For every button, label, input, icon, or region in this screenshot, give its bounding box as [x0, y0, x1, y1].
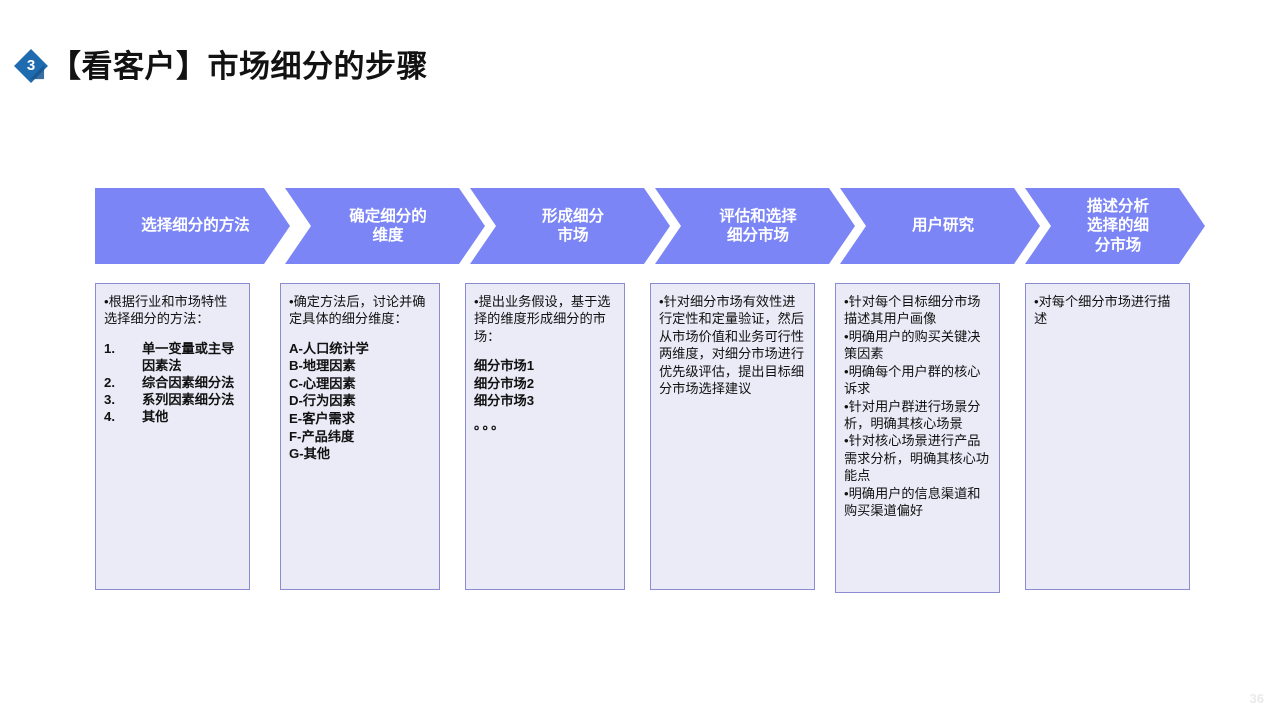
list-item: G-其他 — [289, 446, 331, 462]
list-item: 细分市场1 — [474, 358, 535, 374]
list-item: 细分市场3 — [474, 393, 535, 409]
step-5-bullet-2: •明确用户的购买关键决策因素 — [844, 328, 981, 362]
step-5-bullet-6: •明确用户的信息渠道和购买渠道偏好 — [844, 485, 981, 519]
list-item: B-地理因素 — [289, 358, 356, 374]
chevron-step-3[interactable]: 形成细分 市场 — [470, 188, 670, 264]
chevron-step-1[interactable]: 选择细分的方法 — [95, 188, 290, 264]
process-chevron-band: 选择细分的方法 确定细分的 维度 形成细分 市场 评估和选择 细分市场 用户研究… — [95, 188, 1205, 264]
step-5-bullet-4: •针对用户群进行场景分析，明确其核心场景 — [844, 398, 981, 431]
page-title: 【看客户】市场细分的步骤 — [50, 48, 428, 84]
step-detail-box-4: •针对细分市场有效性进行定性和定量验证，然后从市场价值和业务可行性两维度，对细分… — [650, 283, 815, 590]
chevron-step-5[interactable]: 用户研究 — [840, 188, 1040, 264]
chevron-label-4: 评估和选择 细分市场 — [719, 207, 797, 244]
list-item-number: 1. — [104, 340, 115, 356]
list-item-number: 4. — [104, 409, 115, 425]
chevron-step-2[interactable]: 确定细分的 维度 — [285, 188, 485, 264]
slide-header: 3 【看客户】市场细分的步骤 — [14, 44, 428, 88]
list-item-label: 其他 — [142, 409, 169, 425]
step-detail-box-6: •对每个细分市场进行描述 — [1025, 283, 1190, 590]
chevron-label-6: 描述分析 选择的细 分市场 — [1086, 198, 1149, 254]
chevron-label-3: 形成细分 市场 — [541, 207, 604, 244]
list-item: 3. 系列因素细分法 — [104, 391, 240, 408]
step-2-letter-list: A-人口统计学 B-地理因素 C-心理因素 D-行为因素 E-客户需求 F-产品… — [289, 340, 430, 463]
step-3-ellipsis: 。。。 — [474, 416, 507, 432]
step-detail-band: •根据行业和市场特性选择细分的方法： 1. 单一变量或主导因素法 2. 综合因素… — [95, 283, 1205, 595]
list-item: F-产品纬度 — [289, 428, 355, 444]
list-item-label: 综合因素细分法 — [142, 375, 235, 391]
list-item: 1. 单一变量或主导因素法 — [104, 340, 240, 374]
chevron-label-1: 选择细分的方法 — [141, 217, 250, 235]
step-detail-box-5: •针对每个目标细分市场描述其用户画像 •明确用户的购买关键决策因素 •明确每个用… — [835, 283, 1000, 593]
chevron-step-6[interactable]: 描述分析 选择的细 分市场 — [1025, 188, 1205, 264]
step-badge: 3 — [14, 49, 48, 83]
chevron-label-2: 确定细分的 维度 — [349, 207, 427, 244]
list-item: C-心理因素 — [289, 375, 356, 391]
list-item: A-人口统计学 — [289, 340, 369, 356]
list-item: 4. 其他 — [104, 408, 240, 425]
step-detail-box-1: •根据行业和市场特性选择细分的方法： 1. 单一变量或主导因素法 2. 综合因素… — [95, 283, 250, 590]
step-3-market-list: 细分市场1 细分市场2 细分市场3 — [474, 357, 615, 410]
step-5-bullet-1: •针对每个目标细分市场描述其用户画像 — [844, 294, 981, 327]
list-item-number: 2. — [104, 375, 115, 391]
list-item: D-行为因素 — [289, 393, 356, 409]
list-item: E-客户需求 — [289, 411, 355, 427]
list-item: 2. 综合因素细分法 — [104, 374, 240, 391]
step-detail-box-3: •提出业务假设，基于选择的维度形成细分的市场： 细分市场1 细分市场2 细分市场… — [465, 283, 625, 590]
list-item: 细分市场2 — [474, 375, 535, 391]
page-number: 36 — [1249, 691, 1264, 706]
chevron-label-5: 用户研究 — [911, 217, 974, 235]
list-item-number: 3. — [104, 392, 115, 408]
step-3-intro: •提出业务假设，基于选择的维度形成细分的市场： — [474, 294, 611, 344]
badge-number: 3 — [26, 57, 36, 74]
step-5-bullet-3: •明确每个用户群的核心诉求 — [844, 363, 981, 397]
chevron-step-4[interactable]: 评估和选择 细分市场 — [655, 188, 855, 264]
step-detail-box-2: •确定方法后，讨论并确定具体的细分维度： A-人口统计学 B-地理因素 C-心理… — [280, 283, 440, 590]
step-5-bullet-5: •针对核心场景进行产品需求分析，明确其核心功能点 — [844, 433, 990, 484]
step-2-intro: •确定方法后，讨论并确定具体的细分维度： — [289, 294, 426, 327]
list-item-label: 系列因素细分法 — [142, 392, 235, 408]
step-1-numbered-list: 1. 单一变量或主导因素法 2. 综合因素细分法 3. 系列因素细分法 4. 其… — [104, 340, 240, 426]
step-1-intro: •根据行业和市场特性选择细分的方法： — [104, 294, 228, 327]
step-4-intro: •针对细分市场有效性进行定性和定量验证，然后从市场价值和业务可行性两维度，对细分… — [659, 294, 805, 397]
list-item-label: 单一变量或主导因素法 — [142, 340, 235, 373]
step-6-intro: •对每个细分市场进行描述 — [1034, 294, 1171, 327]
